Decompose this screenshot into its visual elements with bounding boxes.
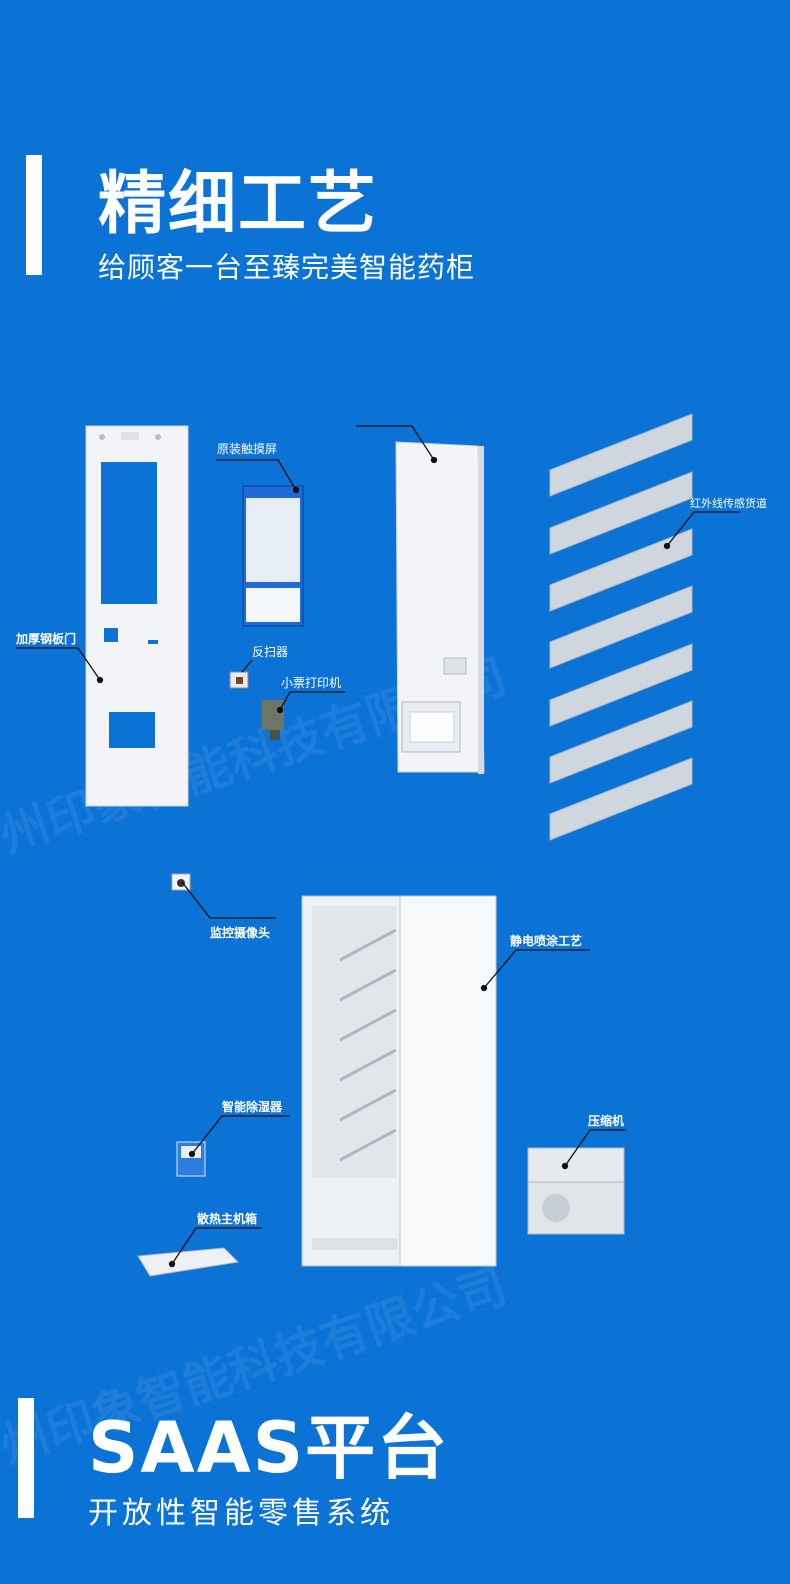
shelf-channels-image: [549, 413, 693, 841]
section-title: 精细工艺: [98, 165, 379, 244]
label-door: 加厚钢板门: [16, 632, 77, 646]
section-title: SAAS平台: [88, 1407, 450, 1489]
section-subtitle: 给顾客一台至臻完美智能药柜: [98, 251, 476, 284]
title-accent-bar: [18, 1398, 34, 1518]
touchscreen-image: [242, 485, 304, 627]
inner-panel-image: [395, 441, 485, 774]
host-box-image: [137, 1247, 240, 1277]
label-channel: 红外线传感货道: [690, 497, 767, 510]
section-subtitle: 开放性智能零售系统: [88, 1496, 394, 1531]
label-compressor: 压缩机: [588, 1114, 625, 1128]
label-touchscreen: 原装触摸屏: [217, 442, 278, 456]
title-accent-bar: [26, 155, 42, 275]
label-coating: 静电喷涂工艺: [510, 934, 583, 948]
label-host-box: 散热主机箱: [197, 1212, 258, 1226]
label-camera: 监控摄像头: [210, 926, 271, 940]
printer-image: [262, 700, 284, 730]
label-scanner: 反扫器: [252, 645, 289, 659]
cabinet-body-image: [301, 895, 497, 1267]
steel-door-image: [85, 425, 189, 807]
label-printer: 小票打印机: [281, 676, 342, 690]
compressor-image: [527, 1147, 625, 1183]
label-dehumidifier: 智能除湿器: [222, 1100, 283, 1114]
